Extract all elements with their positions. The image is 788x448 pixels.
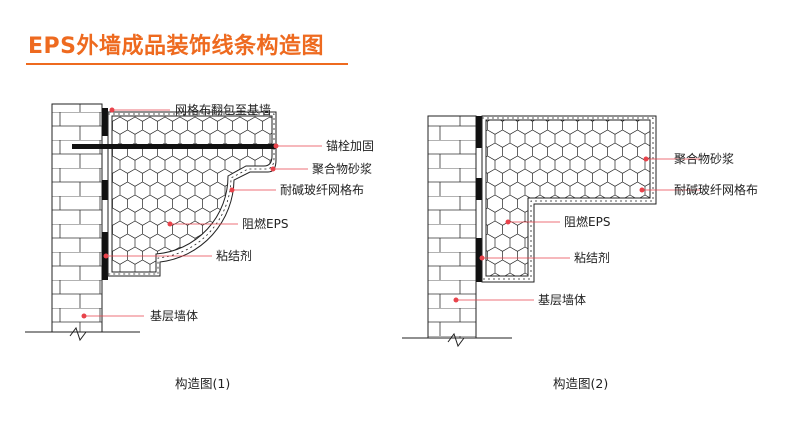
d1-label-adhesive: 粘结剂 <box>216 248 252 263</box>
d2-break-mark <box>447 332 465 348</box>
d2-caption: 构造图(2) <box>553 376 608 391</box>
d2-label-base-wall: 基层墙体 <box>538 293 586 307</box>
d2-mortar-outline <box>481 115 657 283</box>
diagram-1: 网格布翻包至基墙 锚栓加固 聚合物砂浆 耐碱玻纤网格布 阻燃EPS 粘结剂 基层… <box>25 102 374 391</box>
d1-adhesive-strip <box>102 108 108 136</box>
d1-break-mark <box>69 326 87 342</box>
d1-eps-body <box>111 115 273 273</box>
d1-label-anchor: 锚栓加固 <box>326 138 374 153</box>
d1-caption: 构造图(1) <box>175 376 230 391</box>
d2-eps-body <box>485 119 651 277</box>
d1-label-eps: 阻燃EPS <box>242 216 288 231</box>
d1-label-mesh-wrap: 网格布翻包至基墙 <box>175 102 271 117</box>
title-underline <box>26 63 348 65</box>
d1-label-base-wall: 基层墙体 <box>150 309 198 323</box>
d2-label-mortar: 聚合物砂浆 <box>674 151 734 166</box>
d1-label-mortar: 聚合物砂浆 <box>312 161 372 176</box>
d2-mesh-line <box>482 117 654 280</box>
d1-mortar-outline <box>107 111 277 277</box>
d2-label-eps: 阻燃EPS <box>564 214 610 229</box>
d2-label-mesh: 耐碱玻纤网格布 <box>674 182 758 197</box>
d1-adhesive-strip <box>102 180 108 200</box>
page-title: EPS外墙成品装饰线条构造图 <box>28 34 324 59</box>
d2-base-wall <box>427 115 477 339</box>
diagram-2: 聚合物砂浆 耐碱玻纤网格布 阻燃EPS 粘结剂 基层墙体 构造图(2) <box>402 115 758 391</box>
d1-base-wall <box>51 103 103 333</box>
d1-anchor-bolt <box>72 144 276 149</box>
d1-label-mesh: 耐碱玻纤网格布 <box>280 182 364 197</box>
d2-adhesive-strip <box>476 238 482 282</box>
d2-adhesive-strip <box>476 178 482 200</box>
d2-label-adhesive: 粘结剂 <box>574 250 610 265</box>
d1-mesh-line <box>108 113 275 275</box>
d2-adhesive-strip <box>476 116 482 148</box>
